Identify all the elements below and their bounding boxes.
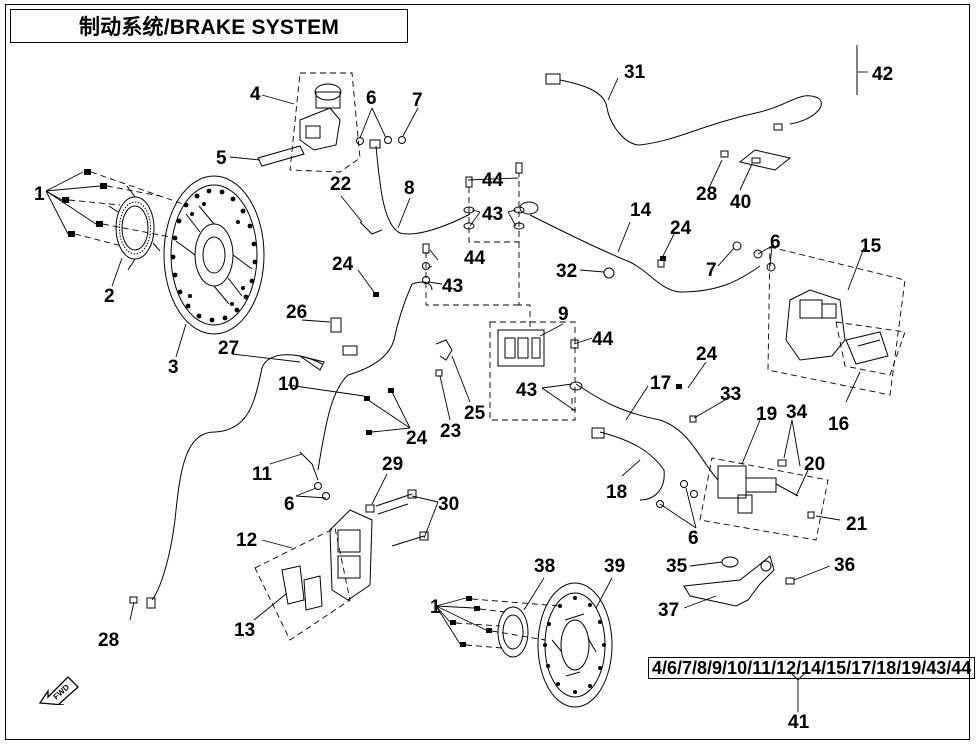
callout-15: 15 — [860, 236, 882, 257]
callout-36: 36 — [834, 555, 855, 576]
rear-disc-adapter-ring — [497, 606, 529, 658]
diagram-frame — [5, 4, 970, 740]
callout-1-rear: 1 — [430, 597, 441, 618]
callout-44-lower: 44 — [592, 329, 614, 350]
abs-modulator — [497, 329, 545, 367]
rear-abs-hose — [529, 214, 761, 293]
front-disc-adapter-ring — [108, 185, 161, 271]
rear-brake-pedal — [683, 555, 795, 607]
hose-brackets — [330, 317, 453, 377]
callout-32: 32 — [556, 261, 577, 282]
callout-17: 17 — [650, 373, 671, 394]
callout-labels: 1 2 3 4 5 6 7 8 9 10 11 12 13 14 15 16 1… — [34, 62, 893, 733]
callout-24-c: 24 — [696, 344, 718, 365]
kit-part-list: 4/6/7/8/9/10/11/12/14/15/17/18/19/43/44 — [652, 657, 972, 678]
callout-25: 25 — [464, 403, 486, 424]
svg-text:FWD: FWD — [52, 682, 72, 701]
callout-14: 14 — [630, 200, 652, 221]
callout-20: 20 — [804, 454, 825, 475]
callout-6-rear-master: 6 — [688, 528, 699, 549]
callout-10: 10 — [278, 374, 299, 395]
callout-24-b: 24 — [670, 218, 692, 239]
callout-38: 38 — [534, 556, 555, 577]
callout-28-rear: 28 — [696, 184, 717, 205]
callout-6-upper: 6 — [366, 88, 377, 109]
callout-8: 8 — [404, 178, 415, 199]
callout-11: 11 — [252, 464, 273, 485]
callout-30: 30 — [438, 494, 459, 515]
callout-35: 35 — [666, 556, 688, 577]
callout-44-upper: 44 — [482, 170, 504, 191]
callout-43-upper: 43 — [482, 204, 503, 225]
callout-13: 13 — [234, 620, 255, 641]
front-disc-bolts — [62, 169, 107, 237]
front-brake-caliper — [281, 509, 373, 611]
callout-42: 42 — [872, 64, 893, 85]
forward-arrow-icon: FWD — [38, 676, 79, 705]
callout-24-a: 24 — [332, 254, 354, 275]
callout-9: 9 — [558, 304, 569, 325]
callout-16: 16 — [828, 414, 849, 435]
callout-33: 33 — [720, 384, 741, 405]
callout-37: 37 — [658, 600, 679, 621]
page-title: 制动系统/BRAKE SYSTEM — [78, 15, 340, 39]
sensor-bolt-clip — [720, 149, 792, 171]
callout-31: 31 — [624, 62, 646, 83]
rear-disc-bolts — [450, 596, 492, 647]
callout-7-rear: 7 — [706, 260, 717, 281]
callout-5: 5 — [216, 148, 227, 169]
callout-40: 40 — [730, 192, 751, 213]
callout-1-front: 1 — [34, 184, 45, 205]
callout-4: 4 — [250, 84, 261, 105]
callout-7-upper: 7 — [412, 90, 423, 111]
hose-clips — [364, 256, 682, 435]
rear-brake-caliper — [785, 289, 889, 365]
callout-12: 12 — [236, 530, 257, 551]
callout-6-rear: 6 — [770, 232, 781, 253]
callout-2: 2 — [104, 286, 115, 307]
kit-part-list-box: 4/6/7/8/9/10/11/12/14/15/17/18/19/43/44 — [648, 657, 976, 679]
callout-44-mid: 44 — [464, 248, 486, 269]
front-master-cylinder — [257, 83, 342, 167]
title-box: 制动系统/BRAKE SYSTEM — [10, 9, 408, 43]
callout-43-lower: 43 — [516, 380, 537, 401]
callout-43-mid: 43 — [442, 276, 463, 297]
front-brake-hose — [359, 139, 471, 235]
callout-22: 22 — [330, 174, 351, 195]
rear-hose-18 — [591, 427, 665, 501]
rear-speed-sensor-harness — [545, 73, 822, 146]
callout-19: 19 — [756, 404, 777, 425]
callout-39: 39 — [604, 556, 625, 577]
front-brake-disc — [163, 175, 265, 335]
front-caliper-hose — [317, 281, 433, 471]
callout-21: 21 — [846, 514, 868, 535]
callout-34: 34 — [786, 402, 808, 423]
callout-23: 23 — [440, 421, 461, 442]
callout-3: 3 — [168, 357, 179, 378]
callout-27: 27 — [218, 338, 239, 359]
rear-brake-disc — [537, 582, 613, 708]
rear-master-cylinder — [717, 459, 815, 519]
callout-41: 41 — [788, 712, 810, 733]
callout-26: 26 — [286, 302, 307, 323]
callout-24-d: 24 — [406, 428, 428, 449]
callout-18: 18 — [606, 482, 627, 503]
callout-28-front: 28 — [98, 630, 119, 651]
callout-6-front-caliper: 6 — [284, 494, 295, 515]
callout-29: 29 — [382, 454, 403, 475]
rear-hose-17 — [575, 383, 719, 481]
